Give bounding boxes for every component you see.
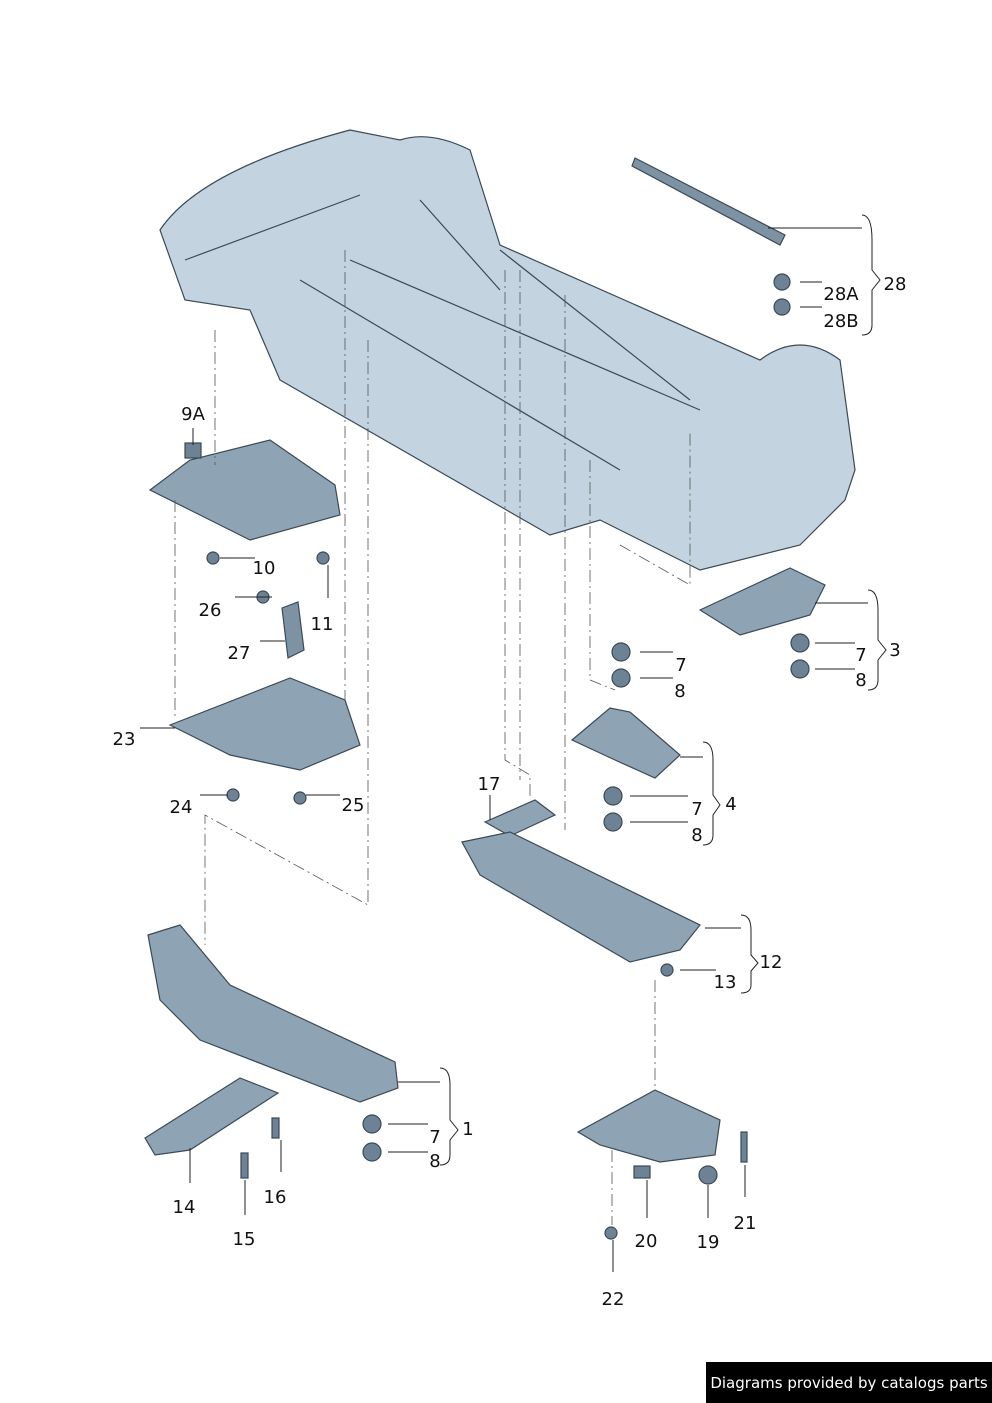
callout-21: 21 — [733, 1213, 757, 1234]
part-9a-shield — [148, 439, 341, 541]
callout-28a: 28A — [823, 284, 859, 305]
callout-10: 10 — [252, 558, 276, 579]
callout-16: 16 — [263, 1187, 287, 1208]
callout-7: 7 — [675, 655, 687, 676]
callout-15: 15 — [232, 1229, 256, 1250]
callout-19: 19 — [696, 1232, 720, 1253]
part-14-bracket — [144, 1077, 280, 1156]
callout-14: 14 — [172, 1197, 196, 1218]
callout-8: 8 — [691, 825, 703, 846]
callout-28b: 28B — [823, 311, 859, 332]
callout-7: 7 — [855, 645, 867, 666]
callout-26: 26 — [198, 600, 222, 621]
part-3-shield — [698, 567, 826, 636]
part-17-bracket — [483, 799, 557, 837]
callout-23: 23 — [112, 729, 136, 750]
callout-7: 7 — [429, 1127, 441, 1148]
callout-8: 8 — [429, 1151, 441, 1172]
callout-12: 12 — [759, 952, 783, 973]
callout-24: 24 — [169, 797, 193, 818]
part-28-strip — [631, 157, 786, 246]
part-lower-shield — [576, 1089, 721, 1163]
callout-25: 25 — [341, 795, 365, 816]
callout-17: 17 — [477, 774, 501, 795]
callout-20: 20 — [634, 1231, 658, 1252]
callout-4: 4 — [725, 794, 737, 815]
part-23-shield — [168, 677, 361, 771]
part-27-bracket — [281, 601, 305, 659]
callout-28: 28 — [883, 274, 907, 295]
callout-7: 7 — [691, 799, 703, 820]
callout-8: 8 — [855, 670, 867, 691]
callout-27: 27 — [227, 643, 251, 664]
callout-1: 1 — [462, 1119, 474, 1140]
part-12-panel — [461, 831, 701, 963]
callout-8: 8 — [674, 681, 686, 702]
part-4-shield — [570, 707, 681, 779]
callout-11: 11 — [310, 614, 334, 635]
callout-13: 13 — [713, 972, 737, 993]
callout-3: 3 — [889, 640, 901, 661]
car-underbody — [159, 129, 856, 571]
part-1-panel — [147, 924, 399, 1103]
callout-22: 22 — [601, 1289, 625, 1310]
callout-9a: 9A — [181, 404, 205, 425]
attribution-footer: Diagrams provided by catalogs parts — [706, 1362, 992, 1403]
